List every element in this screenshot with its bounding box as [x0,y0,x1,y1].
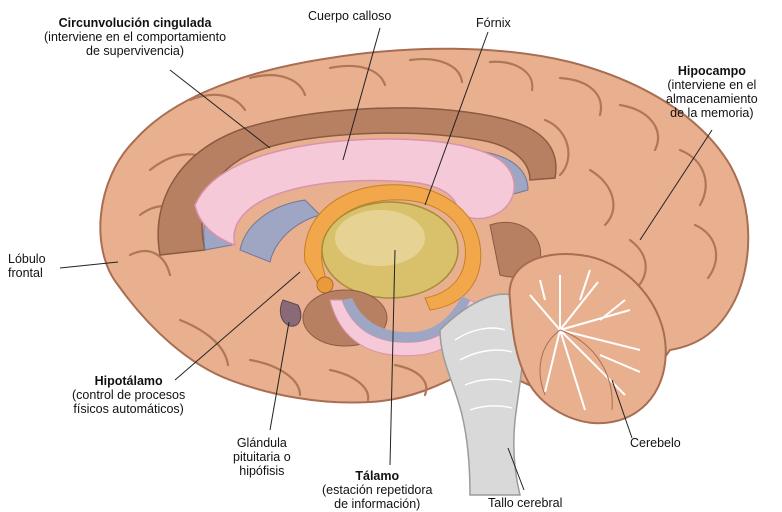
label-fornix: Fórnix [476,16,511,30]
hippocampus-name: Hipocampo [666,64,758,78]
pituitary-line-1: Glándula [233,436,291,450]
pituitary-line-2: pituitaria o [233,450,291,464]
label-brainstem: Tallo cerebral [488,496,562,510]
label-pituitary: Glándula pituitaria o hipófisis [233,436,291,478]
thalamus-desc-1: (estación repetidora [322,483,432,497]
hypothalamus-name: Hipotálamo [72,374,185,388]
thalamus-desc-2: de información) [322,497,432,511]
label-cerebellum: Cerebelo [630,436,681,450]
hippocampus-desc-1: (interviene en el [666,78,758,92]
pituitary-line-3: hipófisis [233,464,291,478]
label-hypothalamus: Hipotálamo (control de procesos físicos … [72,374,185,416]
hypothalamus-desc-1: (control de procesos [72,388,185,402]
thalamus-name: Tálamo [322,469,432,483]
cingulate-desc-1: (interviene en el comportamiento [44,30,226,44]
frontal-lobe-line-1: Lóbulo [8,252,46,266]
corpus-callosum-name: Cuerpo calloso [308,9,391,23]
label-hippocampus: Hipocampo (interviene en el almacenamien… [666,64,758,120]
cerebellum-name: Cerebelo [630,436,681,450]
mamillary-body [317,277,333,293]
label-cingulate-gyrus: Circunvolución cingulada (interviene en … [44,16,226,58]
brainstem-name: Tallo cerebral [488,496,562,510]
cingulate-name: Circunvolución cingulada [44,16,226,30]
frontal-lobe-line-2: frontal [8,266,46,280]
cingulate-desc-2: de supervivencia) [44,44,226,58]
label-frontal-lobe: Lóbulo frontal [8,252,46,280]
hypothalamus-desc-2: físicos automáticos) [72,402,185,416]
hippocampus-desc-2: almacenamiento [666,92,758,106]
label-corpus-callosum: Cuerpo calloso [308,9,391,23]
thalamus-highlight [335,210,425,266]
label-thalamus: Tálamo (estación repetidora de informaci… [322,469,432,511]
fornix-name: Fórnix [476,16,511,30]
hippocampus-desc-3: de la memoria) [666,106,758,120]
